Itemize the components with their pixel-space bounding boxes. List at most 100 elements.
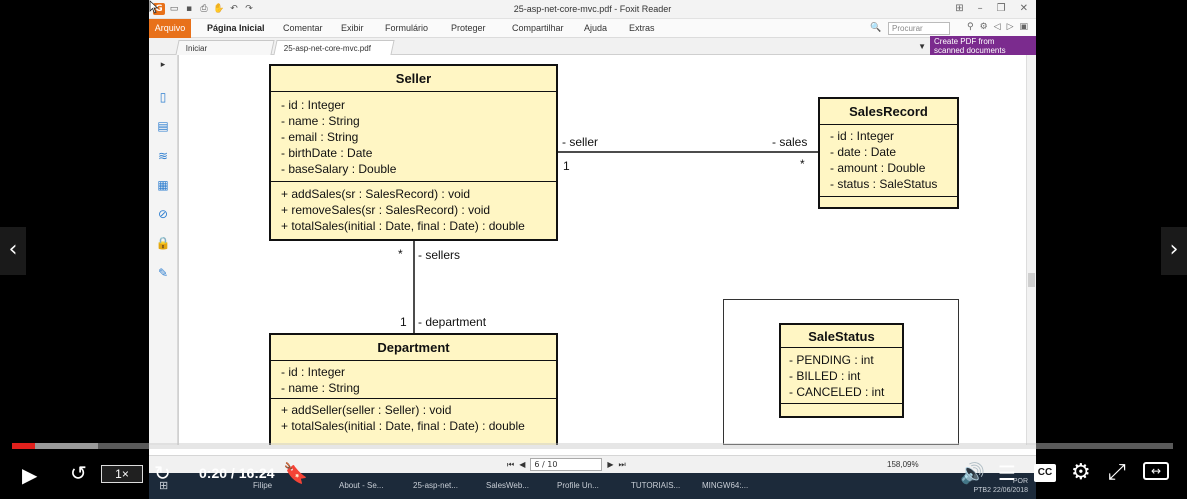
enum-literal: - BILLED : int — [789, 369, 861, 383]
attribute: - status : SaleStatus — [830, 177, 938, 191]
hand-icon[interactable]: ✋ — [213, 4, 225, 14]
volume-icon[interactable]: 🔊 — [960, 461, 985, 485]
minimize-icon[interactable]: – — [977, 3, 983, 14]
next-page-icon[interactable]: ▶ — [607, 460, 614, 469]
taskbar-item-salesweb[interactable]: SalesWeb... — [486, 481, 529, 490]
uml-diagram: Seller - id : Integer - name : String - … — [149, 0, 1036, 499]
progress-bar[interactable] — [12, 443, 1173, 449]
navigation-panel: ▸ ▯ ▤ ≋ ▦ ⊘ 🔒 ✎ — [149, 55, 178, 445]
rewind-icon[interactable]: ↺ — [70, 461, 87, 485]
user-icon[interactable]: ▣ — [1019, 22, 1028, 32]
start-icon[interactable]: ⊞ — [159, 480, 169, 492]
print-icon[interactable]: ⎙ — [200, 4, 208, 14]
bookmark-icon[interactable]: 🔖 — [283, 461, 308, 485]
ribbon-tabs: Arquivo Página Inicial Comentar Exibir F… — [149, 19, 1036, 38]
enum-salestatus-name: SaleStatus — [781, 325, 902, 348]
playback-speed-button[interactable]: 1× — [101, 465, 143, 483]
scrollbar-thumb[interactable] — [1028, 273, 1035, 287]
window-title: 25-asp-net-core-mvc.pdf - Foxit Reader — [513, 4, 672, 14]
tab-file[interactable]: Arquivo — [149, 19, 191, 38]
save-icon[interactable]: ▪ — [185, 4, 193, 14]
create-pdf-line2: scanned documents — [934, 46, 1006, 55]
page-navigator: ⏮ ◀ 6 / 10 ▶ ⏭ — [507, 458, 626, 471]
wide-mode-icon[interactable]: ↔ — [1143, 462, 1169, 480]
forward-icon[interactable]: ▷ — [1006, 22, 1014, 32]
enum-literal: - CANCELED : int — [789, 385, 885, 399]
role-department: - department — [418, 315, 487, 329]
search-icon[interactable]: ⚲ — [966, 22, 974, 32]
time-display: 0:20 / 16:24 — [199, 465, 275, 481]
attachment-icon[interactable]: ⊘ — [157, 207, 169, 221]
search-input[interactable]: Procurar — [888, 22, 950, 35]
tab-share[interactable]: Compartilhar — [512, 23, 564, 33]
keyboard-layout: PTB2 — [973, 487, 991, 494]
tab-extras[interactable]: Extras — [629, 23, 655, 33]
forward-icon[interactable]: ↻ — [154, 461, 171, 485]
open-icon[interactable]: ▭ — [169, 4, 179, 14]
player-controls: ▶ ↺ 1× ↻ 0:20 / 16:24 🔖 🔊 ☰ CC ⚙ ⤢ ↔ — [0, 451, 1187, 499]
pages-icon[interactable]: ▤ — [157, 119, 169, 133]
class-seller[interactable]: Seller - id : Integer - name : String - … — [269, 64, 558, 241]
fullscreen-icon[interactable]: ⤢ — [1108, 460, 1126, 485]
document-tabs-bar: Iniciar 25-asp-net-core-mvc.pdf × — [149, 38, 1036, 62]
attribute: - amount : Double — [830, 161, 926, 175]
restore-icon[interactable]: ❐ — [996, 3, 1006, 14]
redo-icon[interactable]: ↷ — [245, 4, 253, 14]
lock-icon[interactable]: 🔒 — [155, 236, 171, 250]
comments-icon[interactable]: ▦ — [157, 178, 169, 192]
next-slide-button[interactable]: › — [1161, 227, 1187, 275]
find-icon[interactable]: 🔍 — [870, 22, 882, 32]
mouse-cursor-icon — [149, 0, 159, 14]
tab-form[interactable]: Formulário — [385, 23, 429, 33]
ribbon-options-icon[interactable]: ⊞ — [955, 3, 964, 14]
taskbar-item-filipe[interactable]: Filipe — [253, 481, 273, 490]
play-icon[interactable]: ▶ — [22, 463, 38, 487]
back-icon[interactable]: ◁ — [993, 22, 1001, 32]
class-salesrecord-name: SalesRecord — [820, 99, 957, 125]
association-lines — [413, 151, 818, 333]
status-bar: ⏮ ◀ 6 / 10 ▶ ⏭ 158,09% — [149, 455, 1036, 473]
zoom-level[interactable]: 158,09% — [887, 460, 919, 469]
last-page-icon[interactable]: ⏭ — [618, 459, 626, 469]
tab-protect[interactable]: Proteger — [451, 23, 486, 33]
vertical-scrollbar[interactable] — [1026, 55, 1036, 445]
multiplicity-sales: * — [800, 157, 805, 171]
tab-help[interactable]: Ajuda — [584, 23, 608, 33]
taskbar-item-profile[interactable]: Profile Un... — [557, 481, 599, 490]
windows-taskbar: ⊞ Filipe About - Se... 25-asp-net... Sal… — [149, 473, 1036, 499]
class-salesrecord-operations — [820, 197, 957, 207]
gear-icon[interactable]: ⚙ — [979, 22, 988, 32]
chevron-down-icon[interactable]: ▼ — [918, 42, 926, 51]
first-page-icon[interactable]: ⏮ — [507, 459, 515, 469]
close-icon[interactable]: ✕ — [1019, 3, 1028, 14]
operation: + removeSales(sr : SalesRecord) : void — [281, 203, 491, 217]
gear-icon[interactable]: ⚙ — [1071, 460, 1091, 485]
taskbar-item-tutoriais[interactable]: TUTORIAIS... — [631, 481, 681, 490]
prev-page-icon[interactable]: ◀ — [519, 460, 526, 469]
page-number-input[interactable]: 6 / 10 — [530, 458, 603, 471]
window-controls: ⊞ – ❐ ✕ — [955, 3, 1028, 14]
signature-icon[interactable]: ✎ — [157, 266, 169, 280]
taskbar-item-foxit[interactable]: 25-asp-net... — [413, 481, 458, 490]
tab-view[interactable]: Exibir — [341, 23, 364, 33]
class-department-name: Department — [271, 335, 556, 361]
class-department[interactable]: Department - id : Integer - name : Strin… — [269, 333, 558, 445]
create-pdf-banner[interactable]: Create PDF from scanned documents — [930, 36, 1036, 55]
tab-home[interactable]: Página Inicial — [207, 23, 265, 33]
role-sellers: - sellers — [418, 248, 461, 262]
enum-salestatus[interactable]: SaleStatus - PENDING : int - BILLED : in… — [779, 323, 904, 418]
taskbar-item-about[interactable]: About - Se... — [339, 481, 384, 490]
taskbar-item-mingw[interactable]: MINGW64:... — [702, 481, 749, 490]
layers-icon[interactable]: ≋ — [157, 149, 169, 163]
expand-panel-icon[interactable]: ▸ — [160, 60, 166, 70]
tab-comment[interactable]: Comentar — [283, 23, 323, 33]
operation: + addSales(sr : SalesRecord) : void — [281, 187, 471, 201]
enum-salestatus-literals: - PENDING : int - BILLED : int - CANCELE… — [781, 348, 902, 404]
class-salesrecord[interactable]: SalesRecord - id : Integer - date : Date… — [818, 97, 959, 209]
captions-button[interactable]: CC — [1034, 464, 1056, 482]
page-thumbnail-icon[interactable]: ▯ — [159, 90, 167, 104]
previous-slide-button[interactable]: ‹ — [0, 227, 26, 275]
transcript-icon[interactable]: ☰ — [998, 461, 1016, 485]
undo-icon[interactable]: ↶ — [230, 4, 238, 14]
class-seller-name: Seller — [271, 66, 556, 92]
